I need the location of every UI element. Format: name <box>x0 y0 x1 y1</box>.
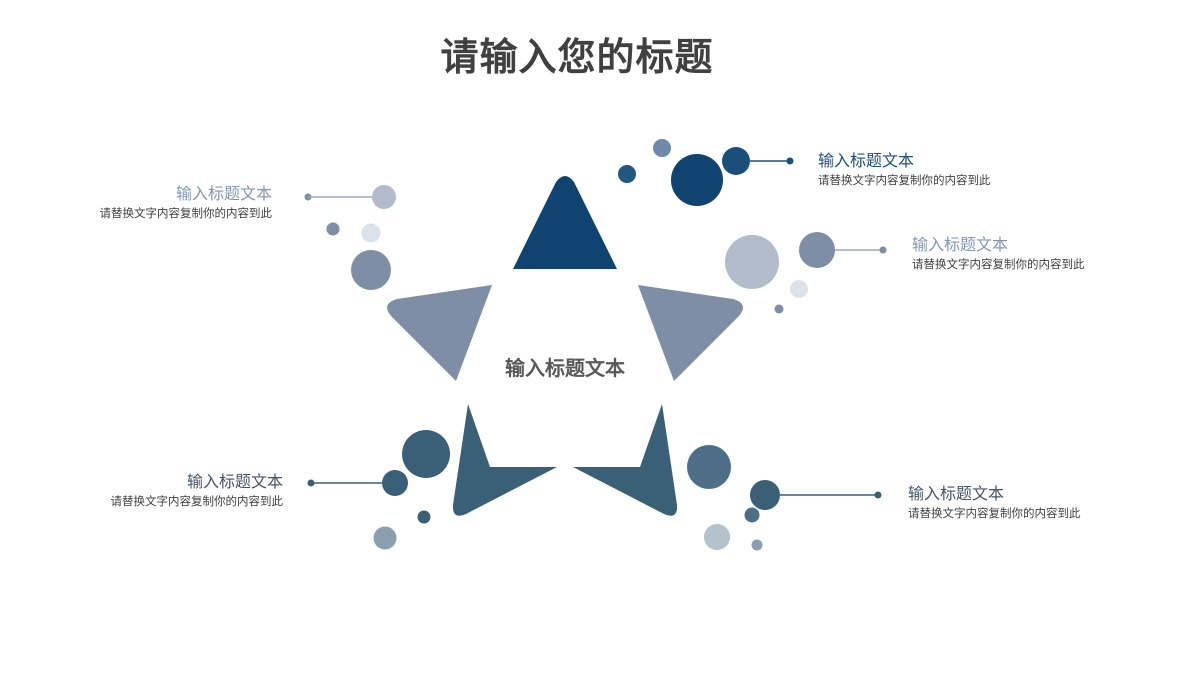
item-heading: 输入标题文本 <box>175 184 272 203</box>
item-heading: 输入标题文本 <box>186 472 283 491</box>
connector-dot <box>786 157 794 165</box>
bubble <box>372 185 396 209</box>
bubble <box>722 147 750 175</box>
bubble <box>417 510 431 524</box>
item-description: 请替换文字内容复制你的内容到此 <box>908 506 1081 520</box>
item-middle-right: 输入标题文本 请替换文字内容复制你的内容到此 <box>912 234 1085 272</box>
center-label: 输入标题文本 <box>505 356 625 380</box>
item-top-right: 输入标题文本 请替换文字内容复制你的内容到此 <box>818 150 991 188</box>
star-point-upper-left <box>387 285 492 381</box>
star-point-upper-right <box>638 285 743 381</box>
bubble <box>361 223 381 243</box>
star-point-lower-left <box>452 404 557 516</box>
bubble <box>653 139 671 157</box>
item-top-left: 输入标题文本 请替换文字内容复制你的内容到此 <box>70 183 273 221</box>
connector-dot <box>879 246 887 254</box>
item-description: 请替换文字内容复制你的内容到此 <box>110 494 284 508</box>
star-point-lower-right <box>573 404 678 516</box>
connector-dot <box>307 479 315 487</box>
bubble <box>725 235 779 289</box>
bubble <box>750 480 780 510</box>
bubble <box>790 280 808 298</box>
bubble <box>687 445 731 489</box>
bubble <box>618 165 636 183</box>
bubble <box>744 507 760 523</box>
bubble <box>704 524 730 550</box>
star-point-top <box>513 176 617 269</box>
connector-dot <box>874 491 882 499</box>
item-description: 请替换文字内容复制你的内容到此 <box>912 257 1085 271</box>
bubble <box>671 154 723 206</box>
item-description: 请替换文字内容复制你的内容到此 <box>818 173 991 187</box>
bubble <box>373 526 397 550</box>
item-heading: 输入标题文本 <box>912 235 1009 254</box>
bubble <box>402 430 450 478</box>
item-heading: 输入标题文本 <box>908 484 1005 503</box>
item-heading: 输入标题文本 <box>818 151 915 170</box>
bubble <box>774 304 784 314</box>
bubble <box>326 222 340 236</box>
slide-title: 请输入您的标题 <box>440 35 714 79</box>
item-description: 请替换文字内容复制你的内容到此 <box>99 206 273 220</box>
item-bottom-right: 输入标题文本 请替换文字内容复制你的内容到此 <box>908 483 1081 521</box>
item-bottom-left: 输入标题文本 请替换文字内容复制你的内容到此 <box>80 471 284 509</box>
bubble <box>751 539 763 551</box>
bubble <box>382 470 408 496</box>
bubble <box>799 232 835 268</box>
bubble <box>351 250 391 290</box>
